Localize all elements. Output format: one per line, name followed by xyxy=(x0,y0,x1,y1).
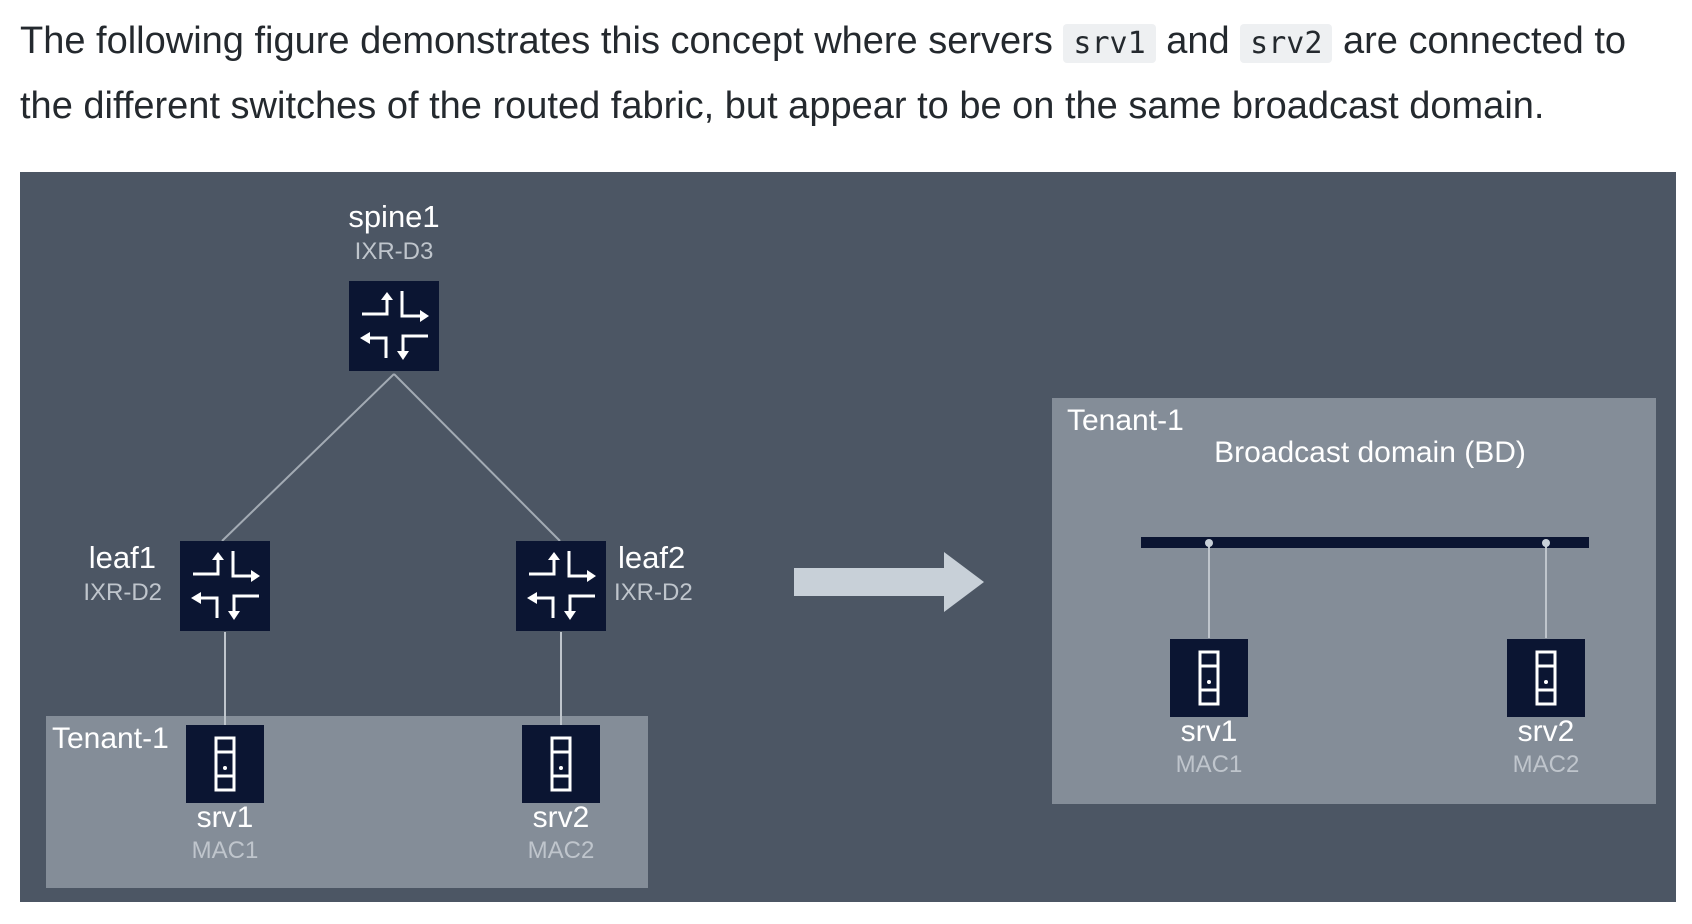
right-srv1-server-icon xyxy=(1170,639,1248,717)
srv1-code: srv1 xyxy=(1063,24,1156,63)
leaf1-name: leaf1 xyxy=(89,540,156,575)
left-srv2-mac: MAC2 xyxy=(528,837,595,864)
spine1-model: IXR-D3 xyxy=(355,238,434,265)
leaf1-router-icon xyxy=(180,541,270,631)
topology-figure: Tenant-1 spine1 IXR-D3 leaf1 IXR-D2 leaf… xyxy=(20,172,1676,902)
tenant-right-label: Tenant-1 xyxy=(1067,404,1184,437)
leaf1-model: IXR-D2 xyxy=(83,579,162,606)
leaf2-model: IXR-D2 xyxy=(614,579,693,606)
spine1-name: spine1 xyxy=(348,199,439,234)
leaf2-router-icon xyxy=(516,541,606,631)
srv2-code: srv2 xyxy=(1240,24,1333,63)
link-spine-leaf2 xyxy=(393,373,561,542)
left-srv1-mac: MAC1 xyxy=(192,837,259,864)
tenant-left-label: Tenant-1 xyxy=(52,722,169,755)
leaf2-name: leaf2 xyxy=(618,540,685,575)
bus-tap-srv2 xyxy=(1542,539,1550,547)
link-spine-leaf1 xyxy=(221,373,395,542)
intro-text-1: The following figure demonstrates this c… xyxy=(20,20,1064,62)
intro-text-3: are connected to the different switches … xyxy=(20,20,1627,127)
left-srv1-server-icon xyxy=(186,725,264,803)
broadcast-domain-label: Broadcast domain (BD) xyxy=(1214,436,1526,469)
right-srv1-mac: MAC1 xyxy=(1176,751,1243,778)
transform-arrow xyxy=(794,552,984,612)
intro-paragraph: The following figure demonstrates this c… xyxy=(20,10,1680,137)
left-srv2-server-icon xyxy=(522,725,600,803)
topology-diagram: Tenant-1 spine1 IXR-D3 leaf1 IXR-D2 leaf… xyxy=(46,199,1656,888)
left-srv1-name: srv1 xyxy=(197,801,254,834)
right-srv2-name: srv2 xyxy=(1518,715,1575,748)
bus-tap-srv1 xyxy=(1205,539,1213,547)
spine1-router-icon xyxy=(349,281,439,371)
tenant-right-box xyxy=(1052,398,1656,804)
intro-text-2: and xyxy=(1155,20,1241,62)
left-srv2-name: srv2 xyxy=(533,801,590,834)
broadcast-domain-bus xyxy=(1141,537,1589,548)
right-srv2-server-icon xyxy=(1507,639,1585,717)
right-srv2-mac: MAC2 xyxy=(1513,751,1580,778)
right-srv1-name: srv1 xyxy=(1181,715,1238,748)
